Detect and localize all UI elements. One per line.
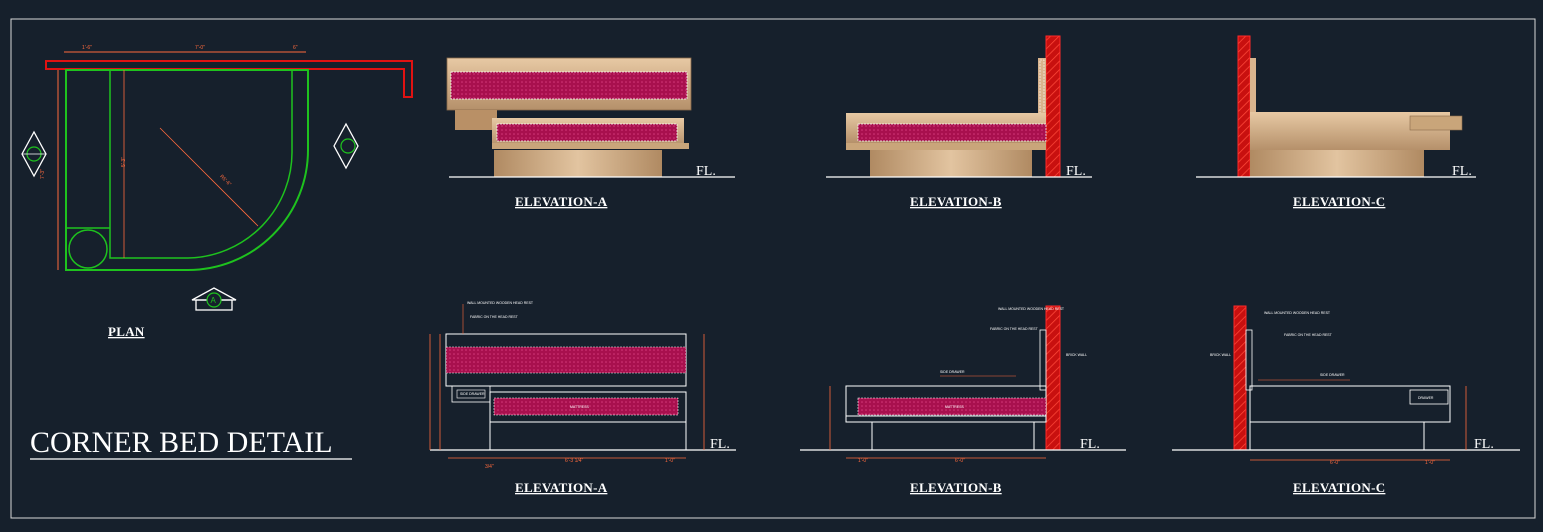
note-mattress-b: MATTRESS (945, 405, 964, 409)
svg-text:6'-0": 6'-0" (1330, 460, 1340, 466)
plan-view: 1'-6" 7'-0" 6" 7'-3" 5'-3" R5'-6" (21, 45, 413, 339)
plan-marker-letter: A (211, 296, 217, 305)
elevation-b-top: FL. ELEVATION-B (826, 35, 1092, 209)
svg-text:1'-0": 1'-0" (665, 458, 675, 464)
plan-wall (45, 60, 413, 98)
note-fabric-b: FABRIC ON THE HEAD REST (990, 327, 1039, 331)
svg-text:R5'-6": R5'-6" (218, 174, 232, 188)
floor-label-c-bottom: FL. (1474, 437, 1494, 452)
plan-bed-outline (65, 69, 309, 271)
elevation-a-top: FL. ELEVATION-A (446, 57, 735, 209)
plan-side-table (68, 229, 108, 269)
floor-label-b-top: FL. (1066, 164, 1086, 179)
svg-text:3/4": 3/4" (485, 464, 494, 470)
view-marker-right (333, 122, 359, 170)
note-wall-mounted-b: WALL MOUNTED WOODEN HEAD REST (998, 307, 1065, 311)
elevation-a-bottom: SIDE DRAWER MATTRESS WALL MOUNTED WOODEN… (429, 301, 736, 495)
note-side-drawer-c: SIDE DRAWER (1320, 373, 1345, 377)
wall-section (1237, 35, 1251, 178)
floor-label-b-bottom: FL. (1080, 437, 1100, 452)
view-marker-left (21, 130, 47, 178)
svg-text:1'-0": 1'-0" (858, 458, 868, 464)
elevation-c-bottom-label: ELEVATION-C (1293, 480, 1385, 495)
drawing-title: CORNER BED DETAIL (30, 426, 333, 459)
svg-text:6'-3 1/4": 6'-3 1/4" (565, 458, 584, 464)
elevation-c-bottom: DRAWER SIDE DRAWER WALL MOUNTED WOODEN H… (1172, 305, 1520, 495)
svg-text:6": 6" (293, 45, 298, 51)
wall-section (1045, 305, 1061, 451)
svg-text:1'-0": 1'-0" (1425, 460, 1435, 466)
elevation-c-top: FL. ELEVATION-C (1196, 35, 1476, 209)
note-drawer-c: DRAWER (1418, 396, 1434, 400)
svg-text:5'-3": 5'-3" (121, 157, 127, 167)
wall-section (1045, 35, 1061, 178)
note-fabric-a: FABRIC ON THE HEAD REST (470, 315, 519, 319)
svg-text:7'-0": 7'-0" (195, 45, 205, 51)
wall-section (1233, 305, 1247, 451)
note-side-drawer-a: SIDE DRAWER (460, 392, 485, 396)
floor-label-a-top: FL. (696, 164, 716, 179)
elevation-c-top-label: ELEVATION-C (1293, 194, 1385, 209)
floor-label-c-top: FL. (1452, 164, 1472, 179)
plan-label: PLAN (108, 324, 145, 339)
note-wall-mounted-a: WALL MOUNTED WOODEN HEAD REST (467, 301, 534, 305)
note-mattress-a: MATTRESS (570, 405, 589, 409)
elevation-b-bottom-label: ELEVATION-B (910, 480, 1002, 495)
note-side-drawer-b: SIDE DRAWER (940, 370, 965, 374)
note-brick-wall-c: BRICK WALL (1210, 353, 1231, 357)
note-brick-wall-b: BRICK WALL (1066, 353, 1087, 357)
svg-text:6'-0": 6'-0" (955, 458, 965, 464)
view-marker-bottom: A (191, 287, 237, 311)
elevation-b-bottom: MATTRESS SIDE DRAWER WALL MOUNTED WOODEN… (800, 305, 1126, 495)
note-fabric-c: FABRIC ON THE HEAD REST (1284, 333, 1333, 337)
note-wall-mounted-c: WALL MOUNTED WOODEN HEAD REST (1264, 311, 1331, 315)
svg-text:7'-3": 7'-3" (40, 169, 46, 179)
sheet-border (10, 18, 1536, 519)
svg-text:1'-6": 1'-6" (82, 45, 92, 51)
elevation-a-top-label: ELEVATION-A (515, 194, 608, 209)
elevation-a-bottom-label: ELEVATION-A (515, 480, 608, 495)
floor-label-a-bottom: FL. (710, 437, 730, 452)
elevation-b-top-label: ELEVATION-B (910, 194, 1002, 209)
